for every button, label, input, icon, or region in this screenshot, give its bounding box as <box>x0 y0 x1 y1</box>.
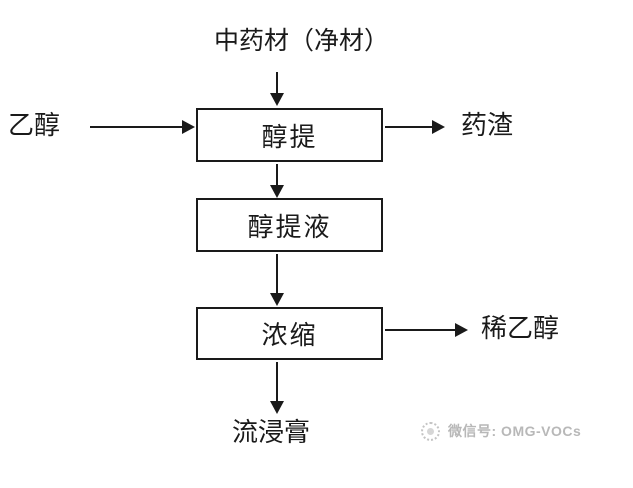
arrow-source-to-extract <box>276 72 278 93</box>
watermark: 微信号: OMG-VOCs <box>421 421 581 441</box>
process-box-extract-label: 醇提 <box>261 122 318 152</box>
dilute-ethanol-output-label: 稀乙醇 <box>481 314 560 343</box>
process-box-concentrate-label: 浓缩 <box>261 321 318 350</box>
arrow-liquid-to-concentrate <box>276 254 278 293</box>
process-box-concentrate: 浓缩 <box>196 307 383 360</box>
arrow-concentrate-to-final <box>276 362 278 401</box>
process-box-extract-liquid: 醇提液 <box>196 198 383 252</box>
wechat-id-label: 微信号: OMG-VOCs <box>448 423 582 439</box>
arrow-ethanol-to-extract <box>90 126 182 128</box>
source-node-label: 中药材（净材） <box>214 28 390 55</box>
final-product-label: 流浸膏 <box>232 418 311 447</box>
wechat-logo-icon <box>421 421 440 441</box>
process-box-extract-liquid-label: 醇提液 <box>247 212 332 242</box>
arrow-concentrate-to-dilute-ethanol <box>385 329 455 331</box>
arrow-extract-to-liquid <box>276 164 278 185</box>
residue-output-label: 药渣 <box>461 111 514 140</box>
process-box-extract: 醇提 <box>196 108 383 162</box>
ethanol-input-label: 乙醇 <box>8 111 61 140</box>
arrow-extract-to-residue <box>385 126 432 128</box>
